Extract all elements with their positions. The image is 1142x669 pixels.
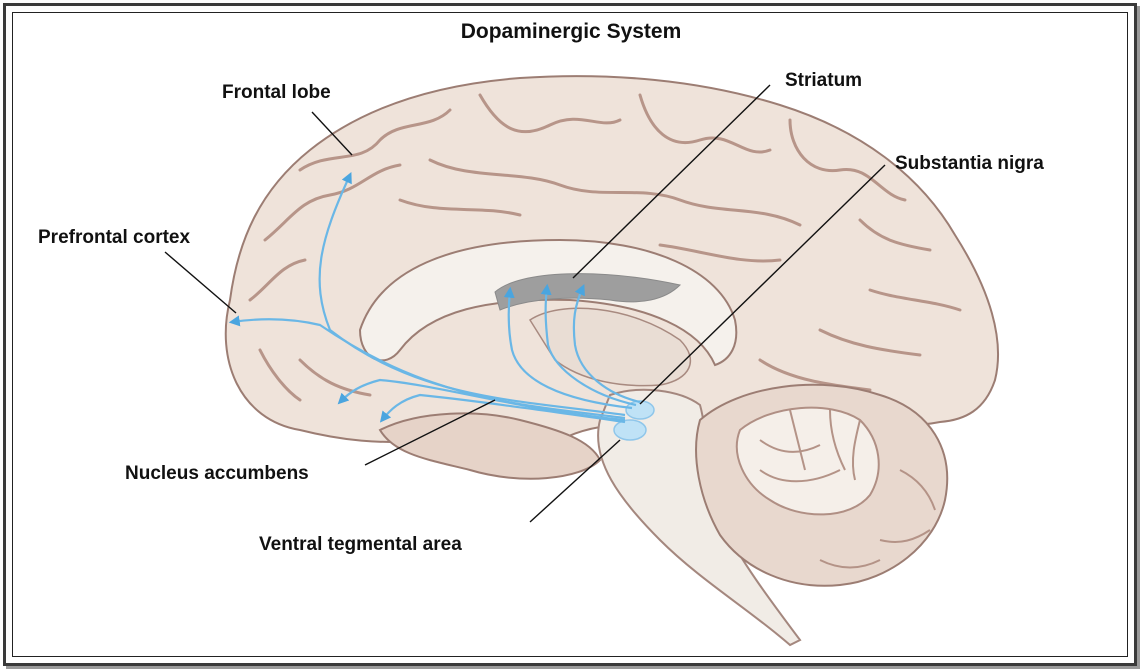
label-nucleus-accumbens: Nucleus accumbens	[125, 463, 309, 485]
label-striatum: Striatum	[785, 70, 862, 92]
label-prefrontal-cortex: Prefrontal cortex	[38, 227, 190, 249]
leader-prefrontal-cortex	[165, 252, 236, 313]
label-ventral-tegmental-area: Ventral tegmental area	[259, 534, 462, 556]
label-substantia-nigra: Substantia nigra	[895, 153, 1044, 175]
ventral-tegmental-region	[614, 420, 646, 440]
diagram-title: Dopaminergic System	[0, 20, 1142, 44]
label-frontal-lobe: Frontal lobe	[222, 82, 331, 104]
